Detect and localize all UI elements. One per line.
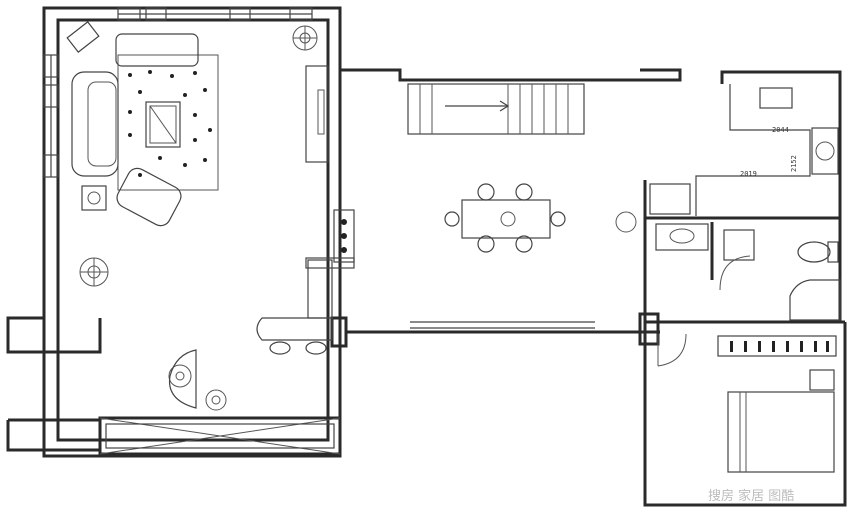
walls bbox=[6, 6, 847, 507]
bathroom bbox=[655, 223, 841, 321]
sofa-left bbox=[71, 71, 119, 177]
watermark-text: 搜房 家居 图酷 bbox=[708, 488, 794, 504]
sofa-top bbox=[115, 33, 199, 67]
hall-top-wall bbox=[340, 68, 682, 82]
kitchen-wall bbox=[643, 70, 842, 220]
door-swing bbox=[719, 255, 751, 291]
living-room-outline bbox=[42, 6, 342, 458]
bedroom-wall bbox=[643, 322, 847, 507]
lounge-chair bbox=[168, 349, 197, 409]
balcony-wall-left bbox=[6, 316, 102, 354]
dimension-label: 2152 bbox=[790, 155, 798, 172]
washing-machine bbox=[723, 229, 755, 261]
bar-counter bbox=[256, 317, 333, 341]
basin bbox=[655, 223, 709, 251]
kitchen: 2044 2019 2152 bbox=[649, 84, 839, 216]
plant-icon bbox=[168, 364, 192, 388]
living-room-furniture bbox=[66, 21, 355, 455]
shelf bbox=[333, 209, 355, 263]
windows bbox=[43, 7, 313, 178]
dining-set bbox=[444, 183, 637, 253]
wardrobe bbox=[717, 335, 837, 357]
plant-icon bbox=[79, 257, 109, 287]
plant-icon bbox=[615, 211, 637, 233]
balcony-wall-bottom-left bbox=[6, 418, 102, 452]
chair bbox=[477, 183, 495, 201]
stove bbox=[811, 127, 839, 175]
bar-stool bbox=[305, 341, 327, 355]
bar-stool bbox=[269, 341, 291, 355]
coffee-table bbox=[145, 101, 181, 148]
tv-cabinet bbox=[305, 65, 329, 163]
staircase bbox=[407, 83, 585, 135]
living-room-inner-wall bbox=[56, 18, 330, 442]
plant-icon bbox=[205, 389, 227, 411]
bedroom bbox=[657, 333, 837, 473]
toilet bbox=[797, 241, 831, 263]
bathroom-outline bbox=[643, 216, 842, 324]
pillar bbox=[638, 312, 660, 346]
armchair bbox=[116, 167, 182, 227]
corner-table bbox=[66, 21, 100, 53]
plant-icon bbox=[292, 25, 318, 51]
side-table bbox=[81, 185, 107, 211]
door-swing bbox=[657, 333, 687, 367]
dining-table bbox=[461, 199, 551, 239]
sink bbox=[759, 87, 793, 109]
dimension-label: 2019 bbox=[740, 170, 757, 178]
balcony-bottom bbox=[98, 416, 342, 456]
shower bbox=[789, 279, 841, 321]
nightstand bbox=[809, 369, 835, 391]
rug-dots bbox=[128, 70, 212, 177]
dimension-label: 2044 bbox=[772, 126, 789, 134]
plant-icon bbox=[500, 211, 516, 227]
bed bbox=[727, 391, 835, 473]
